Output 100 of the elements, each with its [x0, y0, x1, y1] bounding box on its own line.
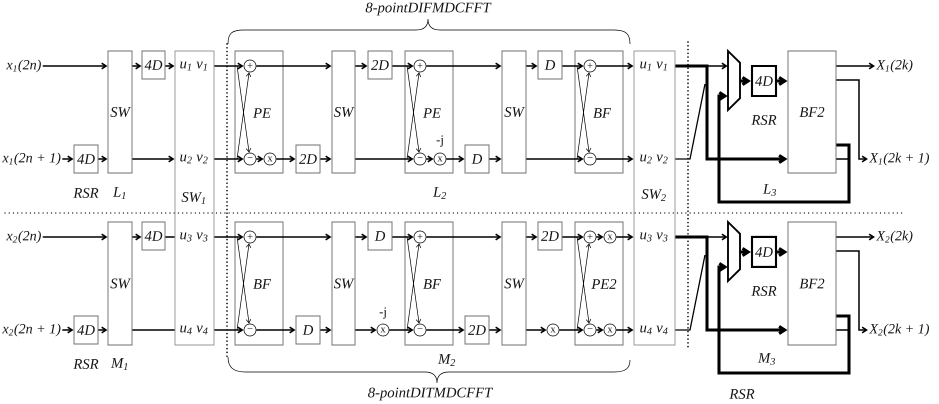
- stage-label: L$_{3}$: [762, 184, 776, 196]
- signal-label: x$_{1}$(2n + 1): [2, 152, 60, 166]
- arrow: [355, 72, 422, 160]
- port-label: u$_{4}$ v$_{4}$: [640, 326, 668, 334]
- port-label: u$_{3}$ v$_{3}$: [640, 232, 668, 242]
- delay-box: 4D: [142, 222, 166, 250]
- arrow: [392, 234, 414, 240]
- arrow: [562, 62, 584, 70]
- line: [165, 236, 175, 238]
- delay-box: 4D: [74, 144, 98, 174]
- arrow: [526, 72, 592, 160]
- arrow: [355, 326, 377, 334]
- arrow: [836, 79, 868, 162]
- switch-box: SW: [502, 50, 526, 174]
- arrow: [562, 234, 584, 240]
- arrow: [836, 250, 868, 334]
- butterfly-box: BF2: [788, 222, 836, 346]
- arrow: [62, 326, 74, 334]
- delay-box: 4D: [142, 50, 166, 80]
- port-label: u$_{1}$ v$_{1}$: [180, 62, 207, 70]
- arrow: [616, 326, 634, 334]
- arrow: [596, 156, 634, 162]
- arrow: [596, 234, 604, 240]
- arrow: [559, 326, 584, 334]
- delay-box: 2D: [464, 316, 490, 344]
- arrow: [446, 156, 465, 162]
- arrow: [777, 76, 788, 86]
- arrow: [526, 62, 538, 70]
- arrow: [355, 234, 368, 240]
- arrow: [355, 62, 368, 70]
- switch-box: SW: [108, 222, 132, 346]
- signal-label: X$_{2}$(2k + 1): [868, 324, 929, 336]
- arrow: [165, 62, 175, 70]
- arrow: [214, 156, 244, 162]
- stage-label: L$_{1}$: [112, 187, 126, 199]
- register-label: RSR: [73, 359, 98, 369]
- arrow: [320, 326, 332, 334]
- twiddle-label: -j: [436, 135, 443, 147]
- signal-label: x$_{2}$(2n + 1): [2, 324, 60, 336]
- signal-label: X$_{1}$(2k): [876, 60, 912, 72]
- signal-label: x$_{2}$(2n): [6, 230, 41, 244]
- arrow: [214, 234, 244, 240]
- port-label: u$_{2}$ v$_{2}$: [180, 154, 208, 164]
- arrow: [740, 76, 751, 86]
- arrow: [392, 66, 422, 153]
- delay-box: D: [296, 316, 320, 344]
- arrow: [256, 234, 332, 240]
- delay-box: D: [368, 222, 392, 250]
- arrow: [389, 326, 414, 334]
- twiddle-label: -j: [380, 307, 386, 319]
- arrow: [562, 236, 592, 324]
- port-label: u$_{2}$ v$_{2}$: [640, 154, 668, 164]
- delay-box: D: [538, 50, 562, 80]
- switch-box: [174, 50, 214, 346]
- arrow: [98, 156, 108, 162]
- port-label: u$_{4}$ v$_{4}$: [180, 326, 208, 334]
- arrow: [596, 62, 634, 70]
- arrow: [355, 156, 414, 162]
- butterfly-box: BF2: [788, 50, 836, 174]
- delay-box: 4D: [750, 64, 778, 98]
- arrow: [214, 62, 244, 70]
- arrow: [389, 243, 422, 330]
- stage-label: SW$_{2}$: [642, 189, 666, 201]
- arrow: [526, 234, 538, 240]
- arrow: [777, 247, 788, 257]
- arrow: [596, 326, 604, 334]
- arrow: [426, 156, 434, 162]
- stage-label: M$_{2}$: [438, 354, 456, 366]
- line: [132, 329, 175, 331]
- arrow: [98, 326, 108, 334]
- delay-box: 2D: [296, 144, 320, 174]
- delay-box: 2D: [538, 222, 562, 250]
- switch-box: SW: [502, 222, 526, 346]
- switch-box: [634, 50, 676, 346]
- arrow: [132, 62, 142, 70]
- register-label: RSR: [751, 115, 776, 125]
- arrow: [836, 62, 875, 70]
- signal-label: X$_{2}$(2k): [876, 230, 912, 244]
- arrow: [562, 66, 592, 153]
- arrow: [62, 156, 74, 162]
- port-label: u$_{1}$ v$_{1}$: [640, 62, 667, 70]
- arrow: [132, 156, 175, 162]
- arrow: [426, 234, 502, 240]
- signal-label: x$_{1}$(2n): [6, 60, 41, 72]
- arrow: [42, 62, 108, 70]
- arrow: [132, 234, 142, 240]
- arrow: [526, 156, 584, 162]
- register-label: RSR: [729, 389, 754, 399]
- delay-box: 2D: [368, 50, 392, 80]
- arrow: [616, 234, 634, 240]
- arrow: [426, 326, 465, 334]
- switch-box: SW: [108, 50, 132, 174]
- stage-label: SW$_{1}$: [182, 192, 205, 204]
- arrow: [675, 64, 788, 164]
- arrow: [276, 156, 296, 162]
- arrow: [526, 326, 547, 334]
- arrow: [256, 62, 332, 70]
- arrow: [392, 62, 414, 70]
- arrow: [675, 235, 788, 335]
- arrow: [256, 326, 296, 334]
